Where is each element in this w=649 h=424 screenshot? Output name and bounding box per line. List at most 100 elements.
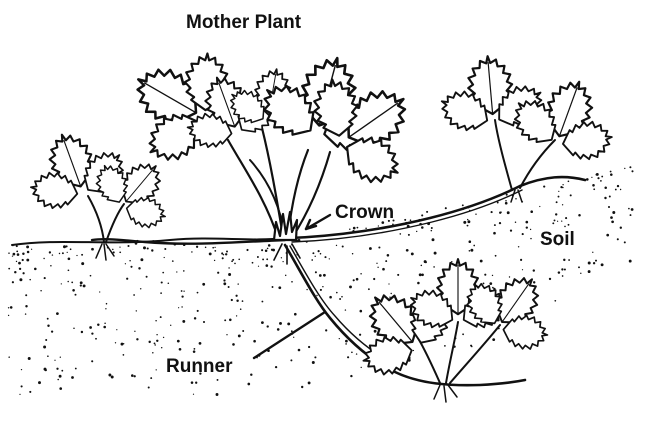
soil-dot [21, 369, 22, 370]
soil-dot [54, 360, 55, 361]
soil-dot [261, 321, 264, 324]
soil-dot [60, 357, 61, 358]
soil-dot [228, 286, 230, 288]
soil-dot [183, 270, 185, 272]
soil-dot [43, 258, 44, 259]
soil-dot [434, 252, 437, 255]
soil-dot [387, 254, 390, 257]
soil-dot [199, 342, 202, 345]
soil-dot [345, 340, 348, 343]
soil-dot [161, 281, 163, 283]
mother-plant-label: Mother Plant [186, 12, 302, 33]
soil-dot [17, 253, 20, 256]
soil-dot [565, 217, 567, 219]
soil-dot [467, 219, 468, 220]
soil-dot [80, 281, 83, 284]
soil-dot [592, 184, 595, 187]
soil-dot [279, 322, 282, 325]
soil-dot [106, 303, 108, 305]
soil-dot [71, 282, 73, 284]
soil-dot [21, 385, 23, 387]
soil-dot [445, 207, 447, 209]
soil-dot [257, 256, 259, 258]
soil-dot [226, 334, 227, 335]
soil-dot [47, 318, 49, 320]
soil-dot [89, 326, 92, 329]
soil-dot [483, 282, 485, 284]
soil-dot [624, 241, 626, 243]
soil-dot [111, 376, 114, 379]
soil-dot [225, 253, 227, 255]
soil-dot [70, 248, 72, 250]
lower-plantlet [330, 249, 575, 396]
soil-dot [480, 260, 483, 263]
soil-dot [467, 220, 470, 223]
soil-dot [217, 272, 219, 274]
soil-dot [600, 180, 602, 182]
soil-dot [631, 208, 634, 211]
soil-dot [388, 283, 389, 284]
soil-dot [382, 268, 385, 271]
soil-dot [103, 326, 106, 329]
soil-dot [61, 283, 62, 284]
soil-dot [202, 283, 205, 286]
soil-dot [282, 261, 283, 262]
soil-dot [315, 271, 317, 273]
soil-dot [311, 259, 313, 261]
soil-dot [492, 275, 493, 276]
soil-dot [168, 282, 170, 284]
soil-dot [620, 189, 621, 190]
soil-dot [203, 321, 205, 323]
soil-dot [475, 213, 476, 214]
soil-dot [75, 294, 77, 296]
soil-dot [329, 258, 330, 259]
soil-dot [522, 269, 523, 270]
soil-dot [91, 360, 93, 362]
soil-dot [123, 354, 125, 356]
soil-dot [278, 286, 281, 289]
soil-dot [81, 254, 83, 256]
soil-dot [620, 227, 622, 229]
soil-dot [404, 219, 406, 221]
soil-dot [586, 178, 589, 181]
soil-dot [43, 346, 46, 349]
soil-dot [369, 247, 372, 250]
soil-dot [359, 334, 361, 336]
soil-dot [123, 343, 124, 344]
soil-dot [164, 248, 166, 250]
soil-dot [26, 245, 29, 248]
runner-label: Runner [166, 356, 233, 377]
soil-dot [119, 246, 120, 247]
soil-dot [134, 375, 136, 377]
soil-dot [16, 251, 18, 253]
soil-dot [374, 330, 377, 333]
soil-dot [314, 356, 316, 358]
soil-dot [591, 177, 592, 178]
soil-dot [67, 252, 68, 253]
soil-dot [250, 373, 252, 375]
soil-dot [25, 313, 26, 314]
soil-dot [134, 331, 135, 332]
soil-dot [563, 259, 565, 261]
soil-dot [222, 257, 224, 259]
soil-dot [22, 272, 24, 274]
soil-dot [155, 320, 156, 321]
soil-dot [351, 351, 353, 353]
soil-dot [615, 189, 617, 191]
soil-dot [552, 222, 554, 224]
soil-dot [562, 275, 564, 277]
soil-dot [353, 227, 356, 230]
soil-dot [22, 252, 24, 254]
soil-dot [181, 306, 182, 307]
soil-dot [138, 267, 140, 269]
soil-dot [421, 226, 424, 229]
soil-dot [592, 252, 593, 253]
soil-dot [197, 310, 199, 312]
soil-texture [8, 166, 634, 396]
soil-dot [568, 180, 570, 182]
soil-dot [578, 266, 580, 268]
soil-dot [433, 266, 435, 268]
soil-dot [606, 234, 609, 237]
soil-dot [8, 307, 9, 308]
soil-dot [325, 329, 327, 331]
